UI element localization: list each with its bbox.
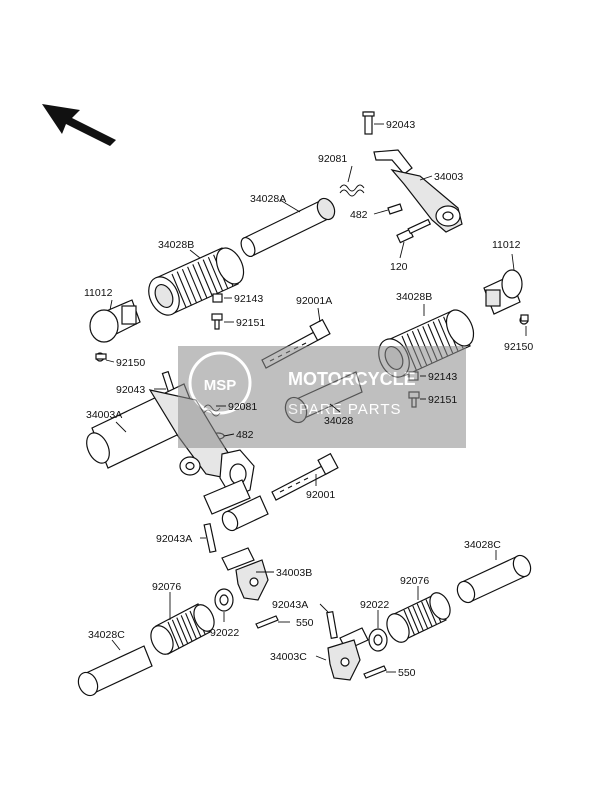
label-92022-right: 92022 — [360, 599, 389, 611]
label-34028C-right: 34028C — [464, 539, 501, 551]
label-92151-left: 92151 — [236, 317, 265, 329]
watermark-subtitle: SPARE PARTS — [288, 401, 402, 418]
label-92001A: 92001A — [296, 295, 332, 307]
leader-lines — [105, 123, 527, 673]
grip-rib — [407, 607, 420, 634]
label-34003C: 34003C — [270, 651, 307, 663]
cotter-550-left — [255, 615, 279, 629]
screw-92150-left — [95, 352, 107, 362]
label-92022-left: 92022 — [210, 627, 239, 639]
spring-92081-top — [339, 184, 365, 197]
label-92081-mid: 92081 — [228, 401, 257, 413]
label-92151-right: 92151 — [428, 394, 457, 406]
front-direction-arrow — [42, 104, 116, 146]
grip-rib — [189, 610, 202, 638]
label-34003B: 34003B — [276, 567, 312, 579]
label-34028B-right: 34028B — [396, 291, 432, 303]
label-92001: 92001 — [306, 489, 335, 501]
pin-92043A-right — [326, 610, 338, 640]
washer-92022-right — [368, 628, 388, 652]
bracket-34003B — [221, 547, 269, 601]
watermark: MSP MOTORCYCLE SPARE PARTS — [178, 346, 466, 448]
part-labels: 92043 92081 34003 34028A 482 120 34028B … — [84, 119, 533, 679]
grip-rib — [187, 266, 203, 302]
label-92043-top: 92043 — [386, 119, 415, 131]
label-34028B-left: 34028B — [158, 239, 194, 251]
bolt-92001 — [271, 452, 339, 501]
label-550-left: 550 — [296, 617, 314, 629]
label-34003A: 34003A — [86, 409, 122, 421]
grip-rib — [180, 615, 193, 642]
label-92143-left: 92143 — [234, 293, 263, 305]
label-92150-left: 92150 — [116, 357, 145, 369]
watermark-title: MOTORCYCLE — [288, 369, 416, 389]
cap-11012-right — [483, 269, 523, 315]
label-92043A-right: 92043A — [272, 599, 308, 611]
rubber-92076-left — [150, 603, 215, 655]
grip-rib — [181, 268, 198, 304]
peg-short — [221, 495, 269, 532]
svg-text:MSP: MSP — [204, 377, 237, 394]
clip-482-top — [387, 203, 403, 215]
bolt-92151-left — [211, 313, 223, 330]
label-92043-mid: 92043 — [116, 384, 145, 396]
label-482-top: 482 — [350, 209, 368, 221]
footpeg-34028A — [240, 197, 336, 258]
grip-rib — [167, 621, 180, 649]
grip-rib — [416, 603, 429, 629]
label-11012-left: 11012 — [84, 287, 113, 299]
grip-rib — [197, 261, 213, 297]
peg-34028C-left — [77, 645, 153, 697]
cotter-550-right — [363, 665, 387, 679]
washer-92022-left — [214, 588, 234, 612]
grip-rib — [425, 599, 438, 625]
bracket-34003C — [327, 627, 369, 681]
grip-rib — [171, 619, 184, 647]
label-34028C-left: 34028C — [88, 629, 125, 641]
label-92150-right: 92150 — [504, 341, 533, 353]
label-482-mid: 482 — [236, 429, 254, 441]
grip-rib — [207, 256, 224, 292]
bolt-120 — [396, 218, 432, 244]
bracket-34003 — [373, 149, 463, 233]
watermark-logo-icon — [188, 351, 252, 415]
rubber-92076-right — [386, 592, 451, 643]
rubber-34028B-left — [148, 247, 245, 316]
grip-rib — [403, 609, 416, 636]
pin-92043A-left — [203, 522, 217, 554]
nut-92143-left — [212, 293, 223, 303]
grip-rib — [192, 264, 208, 299]
label-11012-right: 11012 — [492, 239, 521, 251]
label-120: 120 — [390, 261, 408, 273]
screw-92150-right — [519, 314, 529, 325]
grip-rib — [176, 617, 189, 644]
label-92076-right: 92076 — [400, 575, 429, 587]
label-92081-top: 92081 — [318, 153, 347, 165]
label-92143-right: 92143 — [428, 371, 457, 383]
grip-rib — [171, 273, 187, 309]
grip-rib — [412, 605, 424, 632]
label-34003: 34003 — [434, 171, 463, 183]
grip-rib — [176, 271, 192, 306]
peg-34028C-right — [456, 554, 532, 604]
label-550-right: 550 — [398, 667, 416, 679]
label-92043A-left: 92043A — [156, 533, 192, 545]
label-92076-left: 92076 — [152, 581, 181, 593]
cap-11012-left — [89, 299, 141, 343]
pin-92043-top — [362, 111, 375, 135]
grip-rib — [202, 259, 218, 294]
label-34028: 34028 — [324, 415, 353, 427]
grip-rib — [421, 601, 433, 627]
grip-rib — [185, 612, 198, 640]
label-34028A: 34028A — [250, 193, 286, 205]
bracket-34003A — [86, 383, 255, 515]
